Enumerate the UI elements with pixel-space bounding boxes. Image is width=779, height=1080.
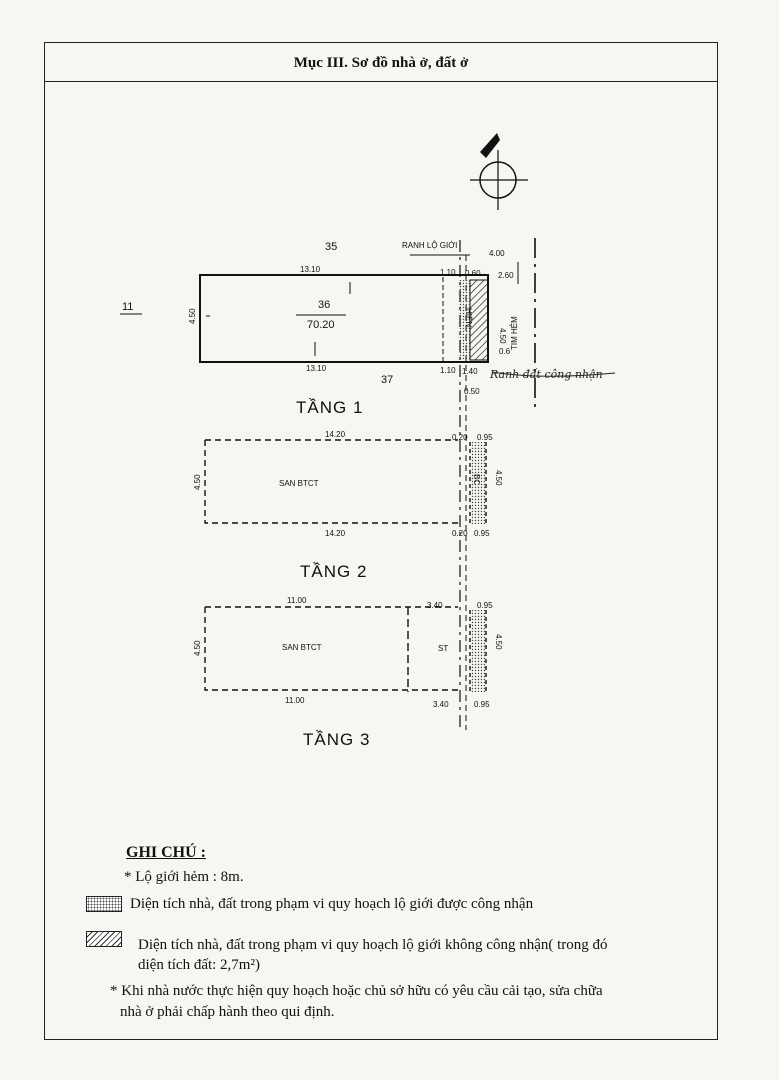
legend-dotted-text: Diện tích nhà, đất trong phạm vi quy hoạ… <box>130 896 534 912</box>
label-bc: BC <box>472 474 481 485</box>
dim-f2-left: 4.50 <box>193 474 202 490</box>
dim-f2-bottom: 14.20 <box>325 529 346 538</box>
dim-f2-top-balcony: 0.95 <box>477 433 493 442</box>
document-sheet: Mục III. Sơ đồ nhà ở, đất ở <box>44 42 718 1040</box>
dim-lane-half: 2.60 <box>498 271 514 280</box>
dim-f1-left: 4.50 <box>188 308 197 324</box>
dim-f3-bottom-st: 3.40 <box>433 700 449 709</box>
north-neighbor-lot: 35 <box>325 241 337 253</box>
dim-f3-top: 11.00 <box>287 596 307 605</box>
note-rule-1: * Khi nhà nước thực hiện quy hoạch hoặc … <box>110 983 603 999</box>
site-plan-drawing: 35 37 11 36 70.20 13.10 13.10 4.50 4.50 … <box>120 133 616 749</box>
dim-f1-top: 13.10 <box>300 265 321 274</box>
dim-f1-strip-code: 0.60 <box>465 269 481 278</box>
floor-3-label: TẦNG 3 <box>303 730 370 749</box>
label-ranh-lo-gioi: RANH LỘ GIỚI <box>402 241 457 250</box>
floor-1-plan <box>120 254 616 377</box>
dim-f1-right: 4.50 <box>498 328 507 344</box>
notes-title: GHI CHÚ : <box>126 844 206 861</box>
west-neighbor-lot: 11 <box>122 301 133 313</box>
dim-f2-top-small: 0.20 <box>452 433 468 442</box>
floor-2-slab: SAN BTCT <box>279 479 319 488</box>
dim-f1-strip-code-2: 0.6 <box>499 347 511 356</box>
dim-f1-strip-bottom: 1.10 <box>440 366 456 375</box>
legend-hatched-text-2: diện tích đất: 2,7m²) <box>138 957 260 973</box>
floor-3-roof: ST <box>438 644 448 653</box>
note-rule-2: nhà ở phải chấp hành theo qui định. <box>120 1004 335 1020</box>
floor-3-plan <box>204 606 487 692</box>
dim-f2-top: 14.20 <box>325 430 346 439</box>
label-tim-hem: TIM HẺM <box>510 316 519 350</box>
dim-f2-right: 4.50 <box>494 470 503 486</box>
lot-number: 36 <box>318 299 330 311</box>
dim-f3-left: 4.50 <box>193 640 202 656</box>
dim-f1-bottom: 13.10 <box>306 364 327 373</box>
note-lo-gioi: * Lộ giới hẻm : 8m. <box>124 869 244 885</box>
dim-f3-top-balcony: 0.95 <box>477 601 493 610</box>
floor-3-slab: SAN BTCT <box>282 643 322 652</box>
label-ranh-dat: Ranh đất công nhận <box>489 368 603 381</box>
dim-f1-strip-top: 1.10 <box>440 268 456 277</box>
dim-f3-bottom-balcony: 0.95 <box>474 700 490 709</box>
dim-f3-right: 4.50 <box>494 634 503 650</box>
dim-f1-bottom-small: 1.40 <box>462 367 478 376</box>
floor-1-label: TẦNG 1 <box>296 398 363 417</box>
legend-dotted-swatch <box>86 896 122 912</box>
legend-hatched-text-1: Diện tích nhà, đất trong phạm vi quy hoạ… <box>138 937 608 953</box>
dim-f3-top-st: 3.40 <box>427 601 443 610</box>
legend-hatched-swatch <box>86 931 122 947</box>
south-neighbor-lot: 37 <box>381 374 393 386</box>
dim-f2-bottom-balcony: 0.95 <box>474 529 490 538</box>
dim-lane-total: 4.00 <box>489 249 505 258</box>
north-arrow-icon <box>470 133 528 210</box>
dim-f2-bottom-small: 0.20 <box>452 529 468 538</box>
floor-2-label: TẦNG 2 <box>300 562 367 581</box>
label-hien: HIÊN <box>464 308 473 327</box>
floor-2-plan <box>204 439 487 524</box>
lot-area: 70.20 <box>307 319 335 331</box>
dim-f3-bottom: 11.00 <box>285 696 305 705</box>
dim-f1-below: 0.50 <box>464 387 480 396</box>
page-title: Mục III. Sơ đồ nhà ở, đất ở <box>45 43 717 82</box>
